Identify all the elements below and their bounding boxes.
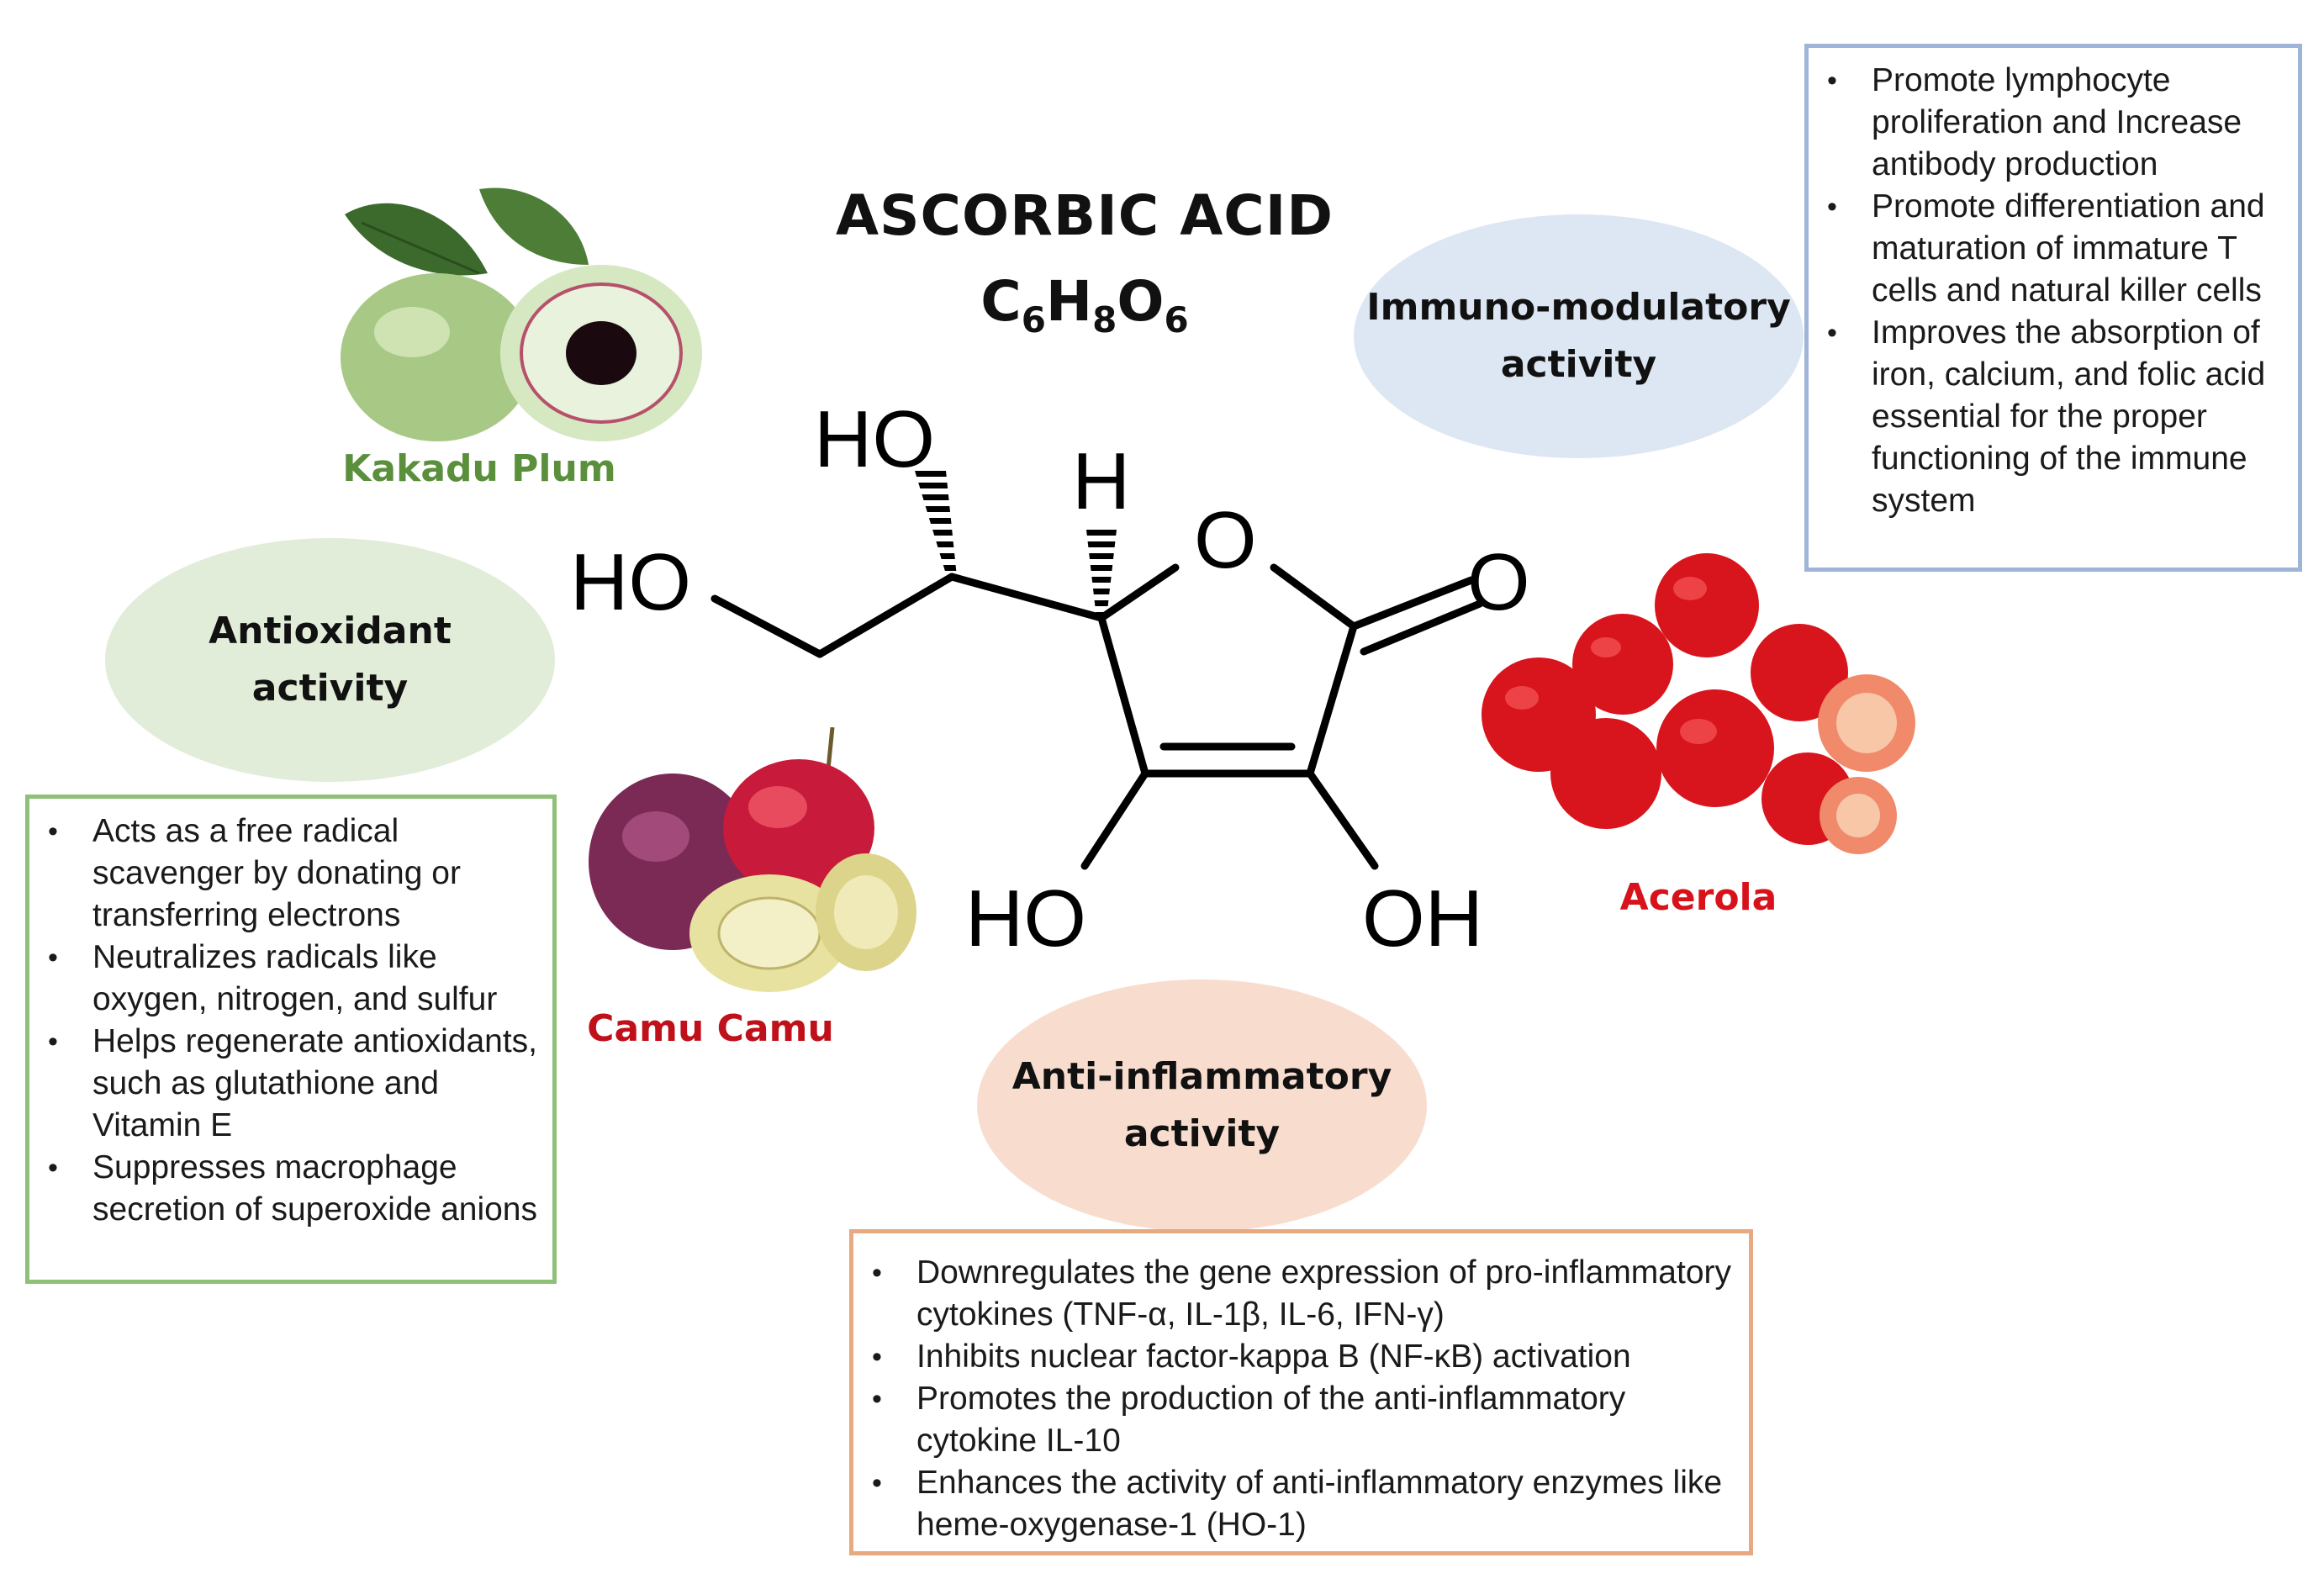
immunomodulatory-points-box: Promote lymphocyte proliferation and Inc… [1804,44,2302,572]
bond-carbonyl-a [1350,576,1476,631]
bond-c5-c4 [948,573,1106,622]
antiinflammatory-point: Downregulates the gene expression of pro… [853,1252,1740,1336]
antioxidant-title-line2: activity [251,667,409,710]
bond-c2-oh [1306,769,1379,870]
formula-o-count: 6 [1164,299,1189,341]
label-carbonyl-o: O [1467,537,1530,627]
label-ho-top: HO [814,394,935,484]
kakadu-plum-image [341,187,702,441]
immuno-title-line2: activity [1500,343,1657,386]
bond-ch2-c5 [816,573,956,658]
acerola-image [1482,553,1915,854]
antioxidant-point: Helps regenerate antioxidants, such as g… [29,1021,544,1147]
label-ring-o: O [1194,495,1257,585]
bond-c3-c4 [1097,614,1149,778]
bond-c3-oh [1080,769,1149,870]
hashed-wedge-c4-h [1086,530,1117,618]
bond-ho-ch2 [710,594,824,658]
camu-camu-label: Camu Camu [587,1007,834,1050]
hashed-wedge-c5-oh [915,471,957,577]
formula-c-count: 6 [1021,299,1046,341]
immuno-point: Promote differentiation and maturation o… [1809,186,2290,312]
antiinflammatory-points-box: Downregulates the gene expression of pro… [849,1229,1753,1555]
immuno-point: Promote lymphocyte proliferation and Inc… [1809,60,2290,186]
antiinflammatory-activity-bubble: Anti-inflammatory activity [977,979,1427,1232]
formula-c: C [980,269,1022,334]
bond-c1-c2 [1306,622,1358,778]
antioxidant-points-box: Acts as a free radical scavenger by dona… [25,795,557,1284]
immuno-title-line1: Immuno-modulatory [1366,286,1791,329]
formula-h-count: 8 [1092,299,1117,341]
antioxidant-point: Acts as a free radical scavenger by dona… [29,810,544,937]
bond-carbonyl-b [1360,599,1484,656]
formula-o: O [1117,269,1165,334]
antiinflammatory-title-line1: Anti-inflammatory [1011,1055,1392,1098]
acerola-label: Acerola [1619,876,1777,919]
camu-camu-image [589,727,916,992]
label-oh-bottom: OH [1362,874,1483,964]
antiinflammatory-point: Enhances the activity of anti-inflammato… [853,1462,1740,1546]
immuno-point: Improves the absorption of iron, calcium… [1809,312,2290,522]
antioxidant-point: Neutralizes radicals like oxygen, nitrog… [29,937,544,1021]
antiinflammatory-point: Promotes the production of the anti-infl… [853,1378,1740,1462]
molecular-formula: C6H8O6 [757,269,1413,341]
antioxidant-title-line1: Antioxidant [209,610,452,652]
antiinflammatory-point: Inhibits nuclear factor-kappa B (NF-κB) … [853,1336,1740,1378]
antioxidant-point: Suppresses macrophage secretion of super… [29,1147,544,1231]
bond-o1-c1 [1270,563,1358,631]
antiinflammatory-title-line2: activity [1123,1112,1281,1155]
label-ho-left: HO [570,537,691,627]
label-h-top: H [1072,436,1130,526]
antioxidant-activity-bubble: Antioxidant activity [105,538,555,782]
kakadu-plum-label: Kakadu Plum [342,447,616,490]
immunomodulatory-activity-bubble: Immuno-modulatory activity [1354,214,1804,458]
label-ho-bottom: HO [965,874,1086,964]
diagram-title: ASCORBIC ACID [835,183,1334,248]
bond-c4-o1 [1097,563,1180,622]
formula-h: H [1045,269,1093,334]
